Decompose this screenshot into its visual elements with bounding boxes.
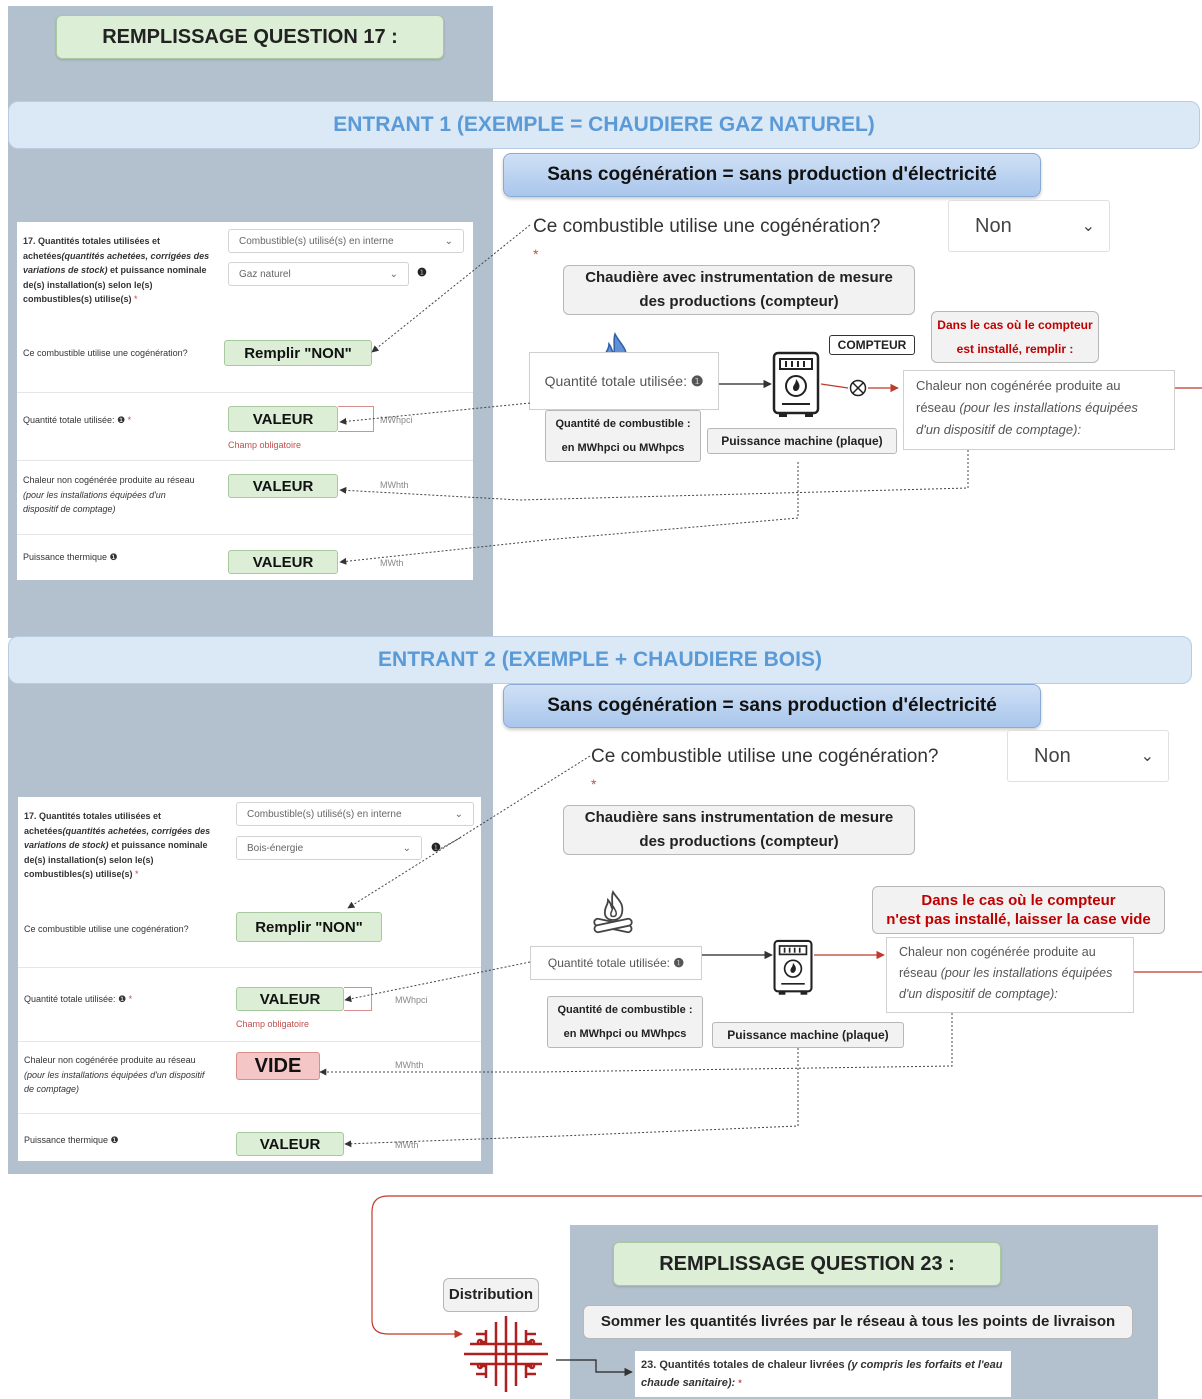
- fuel-qty-label: Quantité de combustible :en MWhpci ou MW…: [545, 410, 701, 462]
- subtitle-1: Sans cogénération = sans production d'él…: [503, 153, 1041, 197]
- power-unit: MWth: [380, 558, 404, 568]
- heat-empty-button[interactable]: VIDE: [236, 1052, 320, 1080]
- boiler-title: Chaudière avec instrumentation de mesure…: [563, 265, 915, 315]
- required-star: *: [591, 776, 597, 792]
- power-value-button[interactable]: VALEUR: [228, 550, 338, 574]
- qty-total-box: Quantité totale utilisée: ❶: [529, 352, 719, 410]
- heat-unit: MWhth: [380, 480, 409, 490]
- divider: [18, 1113, 481, 1114]
- required-msg: Champ obligatoire: [236, 1019, 310, 1029]
- q23-title: REMPLISSAGE QUESTION 23 :: [613, 1242, 1001, 1286]
- cogen-question: Ce combustible utilise une cogénération?: [591, 746, 939, 767]
- divider: [17, 392, 473, 393]
- boiler-icon: [773, 939, 813, 995]
- fuel-qty-label: Quantité de combustible :en MWhpci ou MW…: [547, 996, 703, 1048]
- fill-non-button[interactable]: Remplir "NON": [236, 912, 382, 942]
- form-2: 17. Quantités totales utilisées et achet…: [18, 797, 481, 1161]
- subtitle-2: Sans cogénération = sans production d'él…: [503, 684, 1041, 728]
- machine-power-label: Puissance machine (plaque): [707, 428, 897, 454]
- sum-instruction: Sommer les quantités livrées par le rése…: [583, 1305, 1133, 1339]
- cogen-question: Ce combustible utilise une cogénération?: [533, 216, 881, 237]
- form-1: 17. Quantités totales utilisées et achet…: [17, 222, 473, 580]
- heat-value-button[interactable]: VALEUR: [228, 474, 338, 498]
- fuel-select[interactable]: Bois-énergie⌄: [236, 836, 422, 860]
- heat-label: Chaleur non cogénérée produite au réseau…: [23, 475, 195, 514]
- entrant-1-banner: ENTRANT 1 (EXEMPLE = CHAUDIERE GAZ NATUR…: [8, 101, 1200, 149]
- q17-title: REMPLISSAGE QUESTION 17 :: [56, 15, 444, 59]
- machine-power-label: Puissance machine (plaque): [712, 1022, 904, 1048]
- distribution-label: Distribution: [443, 1278, 539, 1312]
- q23-field-label: 23. Quantités totales de chaleur livrées…: [635, 1351, 1011, 1397]
- network-icon: [464, 1316, 548, 1392]
- q17-label: 17. Quantités totales utilisées et achet…: [24, 811, 211, 879]
- divider: [18, 967, 481, 968]
- required-star: *: [533, 246, 539, 262]
- qty-total-box: Quantité totale utilisée: ❶: [530, 946, 702, 980]
- info-icon: ❶: [417, 267, 427, 279]
- fuel-type-select[interactable]: Combustible(s) utilisé(s) en interne⌄: [228, 229, 464, 253]
- qty-label: Quantité totale utilisée: ❶ *: [23, 415, 132, 425]
- qty-value-button[interactable]: VALEUR: [236, 987, 344, 1011]
- power-unit: MWth: [395, 1140, 419, 1150]
- qty-unit: MWhpci: [395, 995, 428, 1005]
- fuel-select[interactable]: Gaz naturel⌄: [228, 262, 409, 286]
- cogen-label: Ce combustible utilise une cogénération?: [23, 348, 188, 358]
- qty-input-frame: [344, 987, 372, 1011]
- qty-value-button[interactable]: VALEUR: [228, 406, 338, 432]
- qty-unit: MWhpci: [380, 415, 413, 425]
- qty-input-frame: [338, 406, 374, 432]
- power-label: Puissance thermique ❶: [24, 1135, 119, 1145]
- heat-label: Chaleur non cogénérée produite au réseau…: [24, 1055, 205, 1094]
- power-value-button[interactable]: VALEUR: [236, 1132, 344, 1156]
- fill-non-button[interactable]: Remplir "NON": [224, 340, 372, 366]
- heat-unit: MWhth: [395, 1060, 424, 1070]
- q17-label: 17. Quantités totales utilisées et achet…: [23, 236, 210, 304]
- divider: [17, 534, 473, 535]
- power-label: Puissance thermique ❶: [23, 552, 118, 562]
- divider: [18, 1041, 481, 1042]
- wood-fire-icon: [593, 890, 633, 934]
- qty-label: Quantité totale utilisée: ❶ *: [24, 994, 133, 1004]
- info-icon: ❶: [431, 842, 441, 854]
- boiler-icon: [772, 351, 820, 417]
- entrant-2-banner: ENTRANT 2 (EXEMPLE + CHAUDIERE BOIS): [8, 636, 1192, 684]
- heat-box: Chaleur non cogénérée produite au réseau…: [903, 370, 1175, 450]
- meter-icon: [849, 379, 867, 397]
- heat-box: Chaleur non cogénérée produite au réseau…: [886, 937, 1134, 1013]
- cogen-select[interactable]: Non⌄: [1007, 730, 1169, 782]
- divider: [17, 460, 473, 461]
- cogen-select[interactable]: Non⌄: [948, 200, 1110, 252]
- cogen-label: Ce combustible utilise une cogénération?: [24, 924, 189, 934]
- boiler-title: Chaudière sans instrumentation de mesure…: [563, 805, 915, 855]
- counter-tag: COMPTEUR: [829, 335, 915, 355]
- fuel-type-select[interactable]: Combustible(s) utilisé(s) en interne⌄: [236, 802, 474, 826]
- required-msg: Champ obligatoire: [228, 440, 302, 450]
